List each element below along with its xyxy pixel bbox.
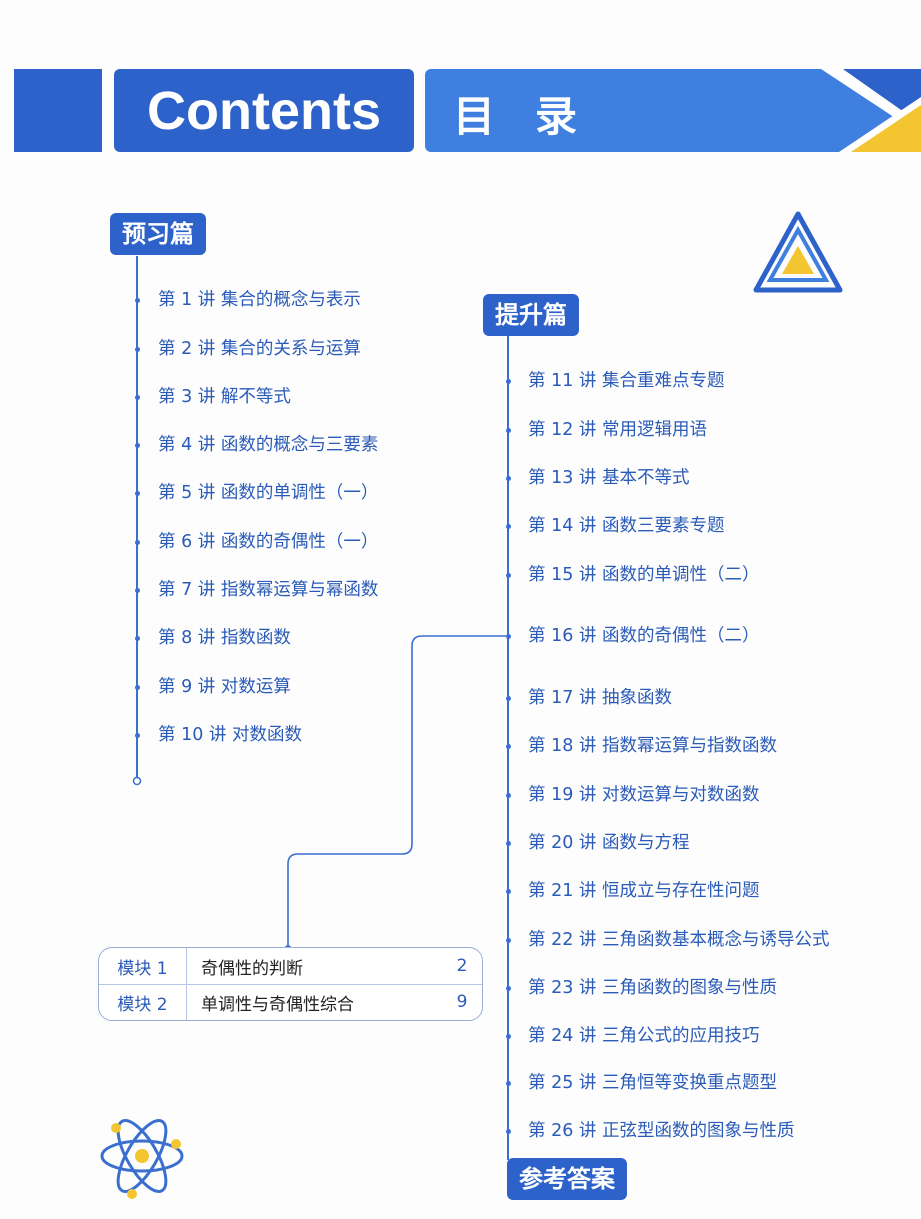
- lesson-item[interactable]: 第 3 讲 解不等式: [158, 387, 291, 407]
- lesson-item[interactable]: 第 8 讲 指数函数: [158, 628, 291, 648]
- lesson-item[interactable]: 第 21 讲 恒成立与存在性问题: [528, 881, 760, 901]
- lesson-item[interactable]: 第 14 讲 函数三要素专题: [528, 516, 725, 536]
- timeline-dot: [505, 841, 511, 846]
- timeline-dot: [505, 476, 511, 481]
- header-left-block: [14, 69, 102, 152]
- module-page: 9: [456, 992, 468, 1012]
- header-cn-block: 目录: [425, 69, 921, 152]
- timeline-dot: [505, 1129, 511, 1134]
- timeline-dot: [505, 379, 511, 384]
- timeline-dot: [134, 491, 140, 496]
- module-title: 奇偶性的判断: [201, 958, 303, 979]
- timeline-dot: [134, 347, 140, 352]
- timeline-dot: [505, 573, 511, 578]
- timeline-dot: [134, 588, 140, 593]
- lesson-item[interactable]: 第 9 讲 对数运算: [158, 677, 291, 697]
- section-answers-label[interactable]: 参考答案: [507, 1158, 627, 1200]
- contents-title-cn: 目录: [453, 92, 618, 141]
- timeline-dot: [134, 685, 140, 690]
- module-connector-line: [285, 635, 507, 951]
- section-advance-label: 提升篇: [483, 294, 579, 336]
- module-table: 模块 1 奇偶性的判断 2 模块 2 单调性与奇偶性综合 9: [98, 947, 483, 1021]
- lesson-item[interactable]: 第 5 讲 函数的单调性（一）: [158, 483, 379, 503]
- lesson-item[interactable]: 第 2 讲 集合的关系与运算: [158, 339, 361, 359]
- lesson-item[interactable]: 第 25 讲 三角恒等变换重点题型: [528, 1073, 777, 1093]
- header-title-block: Contents: [114, 69, 414, 152]
- lesson-item[interactable]: 第 24 讲 三角公式的应用技巧: [528, 1026, 760, 1046]
- timeline-dot: [505, 986, 511, 991]
- timeline-dot: [134, 443, 140, 448]
- lesson-item[interactable]: 第 18 讲 指数幂运算与指数函数: [528, 736, 777, 756]
- timeline-dot: [134, 636, 140, 641]
- table-row[interactable]: 模块 1 奇偶性的判断 2: [99, 948, 482, 985]
- contents-title: Contents: [147, 80, 381, 141]
- lesson-item[interactable]: 第 11 讲 集合重难点专题: [528, 371, 725, 391]
- preview-timeline: [136, 256, 138, 778]
- lesson-item[interactable]: 第 1 讲 集合的概念与表示: [158, 290, 361, 310]
- module-number: 模块 1: [99, 948, 187, 984]
- timeline-dot: [505, 696, 511, 701]
- timeline-dot: [505, 793, 511, 798]
- lesson-item[interactable]: 第 19 讲 对数运算与对数函数: [528, 785, 760, 805]
- module-number: 模块 2: [99, 984, 187, 1020]
- lesson-item[interactable]: 第 26 讲 正弦型函数的图象与性质: [528, 1121, 795, 1141]
- timeline-dot: [505, 889, 511, 894]
- timeline-dot: [505, 428, 511, 433]
- timeline-dot: [134, 298, 140, 303]
- lesson-item[interactable]: 第 15 讲 函数的单调性（二）: [528, 565, 760, 585]
- lesson-item[interactable]: 第 16 讲 函数的奇偶性（二）: [528, 626, 760, 646]
- header-arrow-decoration: [821, 69, 921, 152]
- lesson-item[interactable]: 第 17 讲 抽象函数: [528, 688, 672, 708]
- section-preview-label: 预习篇: [110, 213, 206, 255]
- lesson-item[interactable]: 第 23 讲 三角函数的图象与性质: [528, 978, 777, 998]
- preview-timeline-end: [132, 776, 142, 786]
- lesson-item[interactable]: 第 7 讲 指数幂运算与幂函数: [158, 580, 379, 600]
- timeline-dot: [505, 634, 511, 639]
- lesson-item[interactable]: 第 4 讲 函数的概念与三要素: [158, 435, 379, 455]
- lesson-item[interactable]: 第 6 讲 函数的奇偶性（一）: [158, 532, 379, 552]
- lesson-item[interactable]: 第 10 讲 对数函数: [158, 725, 302, 745]
- timeline-dot: [134, 540, 140, 545]
- lesson-item[interactable]: 第 12 讲 常用逻辑用语: [528, 420, 707, 440]
- timeline-dot: [505, 1034, 511, 1039]
- module-title: 单调性与奇偶性综合: [201, 994, 354, 1015]
- module-page: 2: [456, 956, 468, 976]
- atom-icon: [100, 1119, 184, 1199]
- timeline-dot: [505, 744, 511, 749]
- timeline-dot: [134, 395, 140, 400]
- lesson-item[interactable]: 第 22 讲 三角函数基本概念与诱导公式: [528, 930, 830, 950]
- timeline-dot: [505, 1081, 511, 1086]
- timeline-dot: [134, 733, 140, 738]
- penrose-triangle-icon: [753, 211, 843, 293]
- timeline-dot: [505, 938, 511, 943]
- lesson-item[interactable]: 第 13 讲 基本不等式: [528, 468, 690, 488]
- lesson-item[interactable]: 第 20 讲 函数与方程: [528, 833, 690, 853]
- timeline-dot: [505, 524, 511, 529]
- table-row[interactable]: 模块 2 单调性与奇偶性综合 9: [99, 984, 482, 1020]
